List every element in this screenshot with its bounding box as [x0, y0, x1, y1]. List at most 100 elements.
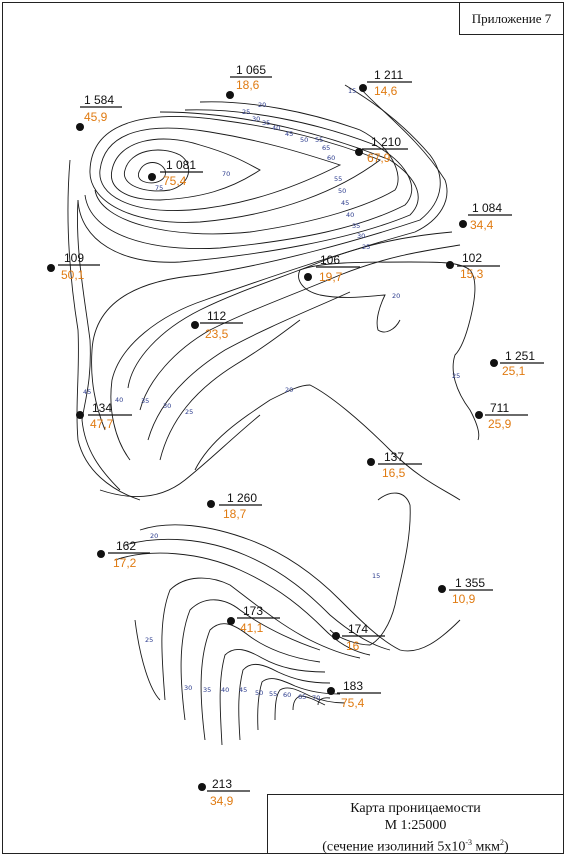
isoline-label: 35 — [262, 119, 270, 127]
isoline-label: 45 — [285, 130, 293, 138]
isoline — [292, 695, 326, 711]
well-value: 34,9 — [210, 794, 234, 808]
well-value: 25,1 — [502, 364, 526, 378]
well: 174 16 — [332, 622, 385, 653]
well-id: 183 — [343, 679, 363, 693]
map-title: Карта проницаемости — [350, 801, 481, 816]
well: 137 16,5 — [367, 450, 422, 480]
isoline-label: 25 — [362, 243, 370, 251]
well-value: 41,1 — [240, 621, 264, 635]
contour-interval: (сечение изолиний 5х10-3 мкм2) — [322, 838, 509, 855]
isoline-label: 55 — [269, 690, 277, 698]
isoline — [139, 244, 461, 411]
isoline — [317, 697, 331, 706]
isoline-label: 55 — [315, 136, 323, 144]
well-value: 34,4 — [470, 218, 494, 232]
isoline-label: 65 — [322, 144, 330, 152]
well-value: 19,7 — [319, 270, 343, 284]
well-value: 25,9 — [488, 417, 512, 431]
well: 102 15,3 — [446, 251, 500, 281]
well-id: 173 — [243, 604, 263, 618]
well-value: 47,7 — [90, 417, 114, 431]
isoline — [257, 678, 341, 731]
isoline — [134, 619, 161, 701]
well-id: 102 — [462, 251, 482, 265]
isoline-label: 50 — [338, 187, 346, 195]
isoline-label: 25 — [242, 108, 250, 116]
isoline-label: 25 — [185, 408, 193, 416]
well-id: 1 584 — [84, 93, 114, 107]
isoline-label: 40 — [272, 124, 280, 132]
isoline — [84, 109, 413, 249]
isoline-labels: 15 20 25 30 35 40 45 50 55 60 65 70 75 2… — [83, 87, 460, 702]
isoline — [67, 159, 141, 501]
well-value: 16 — [346, 639, 360, 653]
well-value: 14,6 — [374, 84, 398, 98]
isoline-label: 40 — [115, 396, 123, 404]
isoline — [91, 84, 441, 431]
well: 1 251 25,1 — [490, 349, 544, 378]
isoline — [329, 492, 411, 646]
isoline — [114, 552, 371, 656]
well: 1 081 75,4 — [148, 158, 203, 188]
isoline — [77, 199, 121, 491]
well-value: 10,9 — [452, 592, 476, 606]
isoline — [298, 269, 401, 333]
well-id: 112 — [207, 309, 226, 323]
isoline — [180, 599, 321, 721]
isoline-label: 45 — [239, 686, 247, 694]
well-id: 1 211 — [374, 68, 403, 82]
isoline — [139, 524, 461, 652]
isoline — [124, 538, 391, 651]
well-id: 137 — [384, 450, 404, 464]
isoline-label: 35 — [203, 686, 211, 694]
well: 1 084 34,4 — [459, 201, 512, 232]
well: 112 23,5 — [191, 309, 243, 341]
well: 711 25,9 — [475, 401, 528, 431]
isoline-label: 65 — [298, 693, 306, 701]
isoline-label: 55 — [334, 175, 342, 183]
well-id: 1 065 — [236, 63, 266, 77]
well-id: 162 — [116, 539, 136, 553]
well: 1 260 18,7 — [207, 491, 262, 521]
isoline-label: 35 — [141, 397, 149, 405]
isoline-label: 30 — [184, 684, 192, 692]
well-value: 75,4 — [163, 174, 187, 188]
isoline — [127, 231, 453, 389]
well-value: 16,5 — [382, 466, 406, 480]
isoline-label: 50 — [300, 136, 308, 144]
well-id: 1 084 — [472, 201, 502, 215]
well: 106 19,7 — [304, 253, 360, 284]
isoline-label: 20 — [285, 386, 293, 394]
isoline-label: 45 — [341, 199, 349, 207]
isoline-label: 70 — [222, 170, 230, 178]
well-id: 134 — [92, 401, 112, 415]
well-value: 17,2 — [113, 556, 137, 570]
well: 213 34,9 — [198, 777, 250, 808]
well: 162 17,2 — [97, 539, 150, 570]
isoline — [147, 291, 351, 441]
isoline-label: 60 — [283, 691, 291, 699]
isoline-label: 15 — [372, 572, 380, 580]
well: 134 47,7 — [76, 401, 132, 431]
isoline — [238, 663, 331, 741]
isolines — [67, 84, 480, 746]
isoline — [99, 414, 261, 498]
isoline-label: 20 — [392, 292, 400, 300]
wells: 1 065 18,6 1 211 14,6 1 584 45,9 1 210 6… — [47, 63, 544, 808]
well-id: 106 — [320, 253, 340, 267]
isoline — [194, 384, 461, 501]
isoline-label: 25 — [145, 636, 153, 644]
isoline — [123, 149, 190, 192]
isoline-label: 15 — [348, 87, 356, 95]
appendix-label: Приложение 7 — [459, 2, 564, 35]
isoline — [110, 138, 261, 201]
isoline-label: 70 — [312, 694, 320, 702]
isoline — [99, 127, 342, 211]
isoline — [299, 261, 480, 441]
isoline-label: 20 — [258, 101, 266, 109]
isoline — [219, 648, 326, 746]
isoline — [159, 319, 301, 461]
well-id: 213 — [212, 777, 232, 791]
